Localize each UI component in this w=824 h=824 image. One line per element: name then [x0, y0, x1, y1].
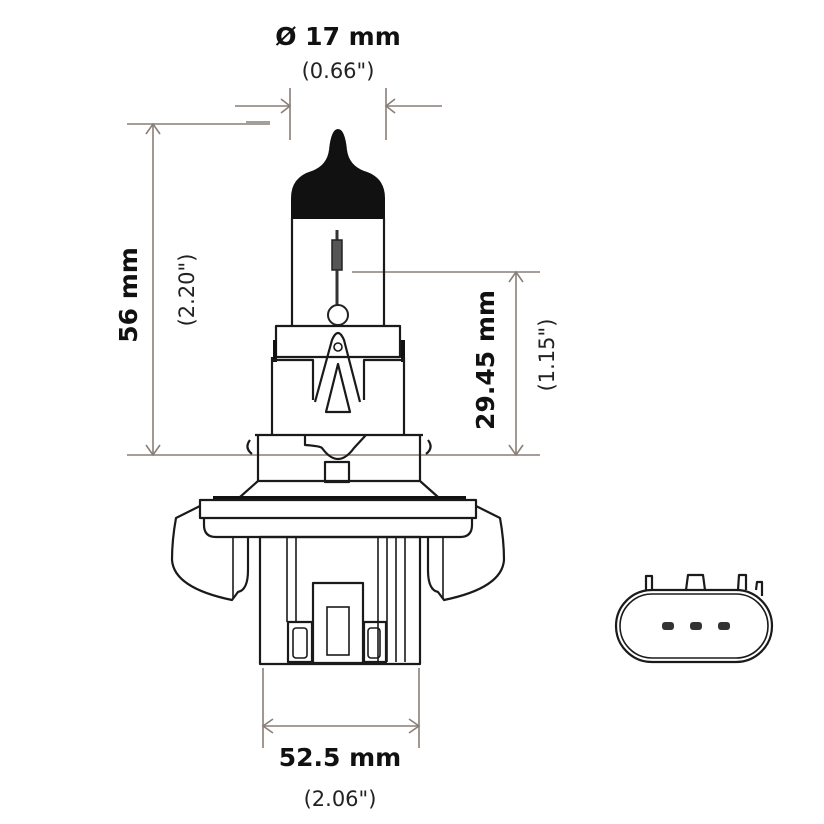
pin-2: [690, 622, 702, 630]
light-center-dimension: 29.45 mm (1.15"): [352, 270, 559, 457]
connector-shell: [614, 588, 774, 664]
light-center-imperial-label: (1.15"): [535, 319, 559, 392]
base-width-imperial-label: (2.06"): [304, 787, 377, 811]
flange: [239, 433, 439, 498]
right-tab: [426, 505, 506, 602]
connector-end-view: [614, 573, 774, 664]
diameter-dimension: Ø 17 mm (0.66"): [235, 22, 442, 140]
height-metric-label: 56 mm: [114, 247, 143, 343]
bulb-side-view: [170, 128, 506, 666]
upper-collar: [274, 324, 402, 359]
glass-envelope: [290, 218, 386, 326]
height-imperial-label: (2.20"): [175, 254, 199, 327]
filament: [327, 230, 349, 326]
pin-3: [718, 622, 730, 630]
bulb-cap: [291, 128, 385, 219]
light-center-metric-label: 29.45 mm: [471, 290, 500, 430]
diameter-metric-label: Ø 17 mm: [275, 22, 401, 51]
filament-clip: [313, 331, 362, 403]
base-width-metric-label: 52.5 mm: [279, 743, 402, 772]
diameter-imperial-label: (0.66"): [302, 59, 375, 83]
height-dimension: 56 mm (2.20"): [114, 122, 540, 457]
base-width-dimension: 52.5 mm (2.06"): [261, 668, 421, 811]
left-tab: [170, 505, 250, 602]
pin-1: [662, 622, 674, 630]
collar-body: [270, 357, 406, 435]
mounting-plate: [198, 498, 478, 520]
connector-latch: [644, 573, 764, 596]
